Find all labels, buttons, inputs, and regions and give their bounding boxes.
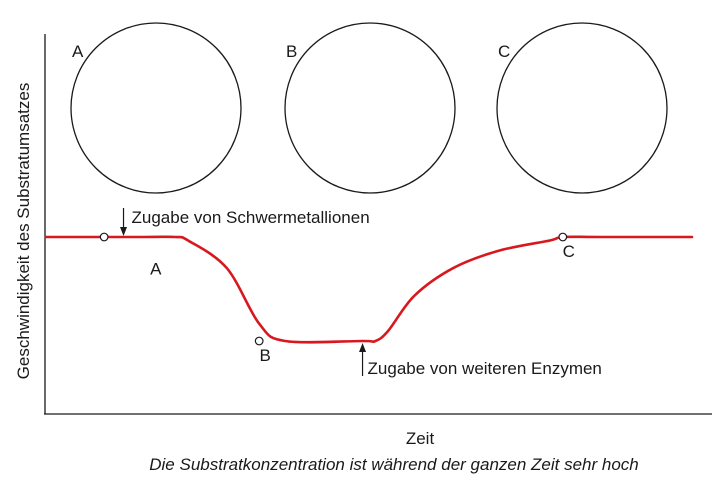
data-point-marker bbox=[254, 336, 264, 346]
circle-group: B bbox=[284, 22, 456, 194]
annotation-arrow-head bbox=[359, 343, 367, 352]
circle-group: C bbox=[496, 22, 668, 194]
marked-points: BC bbox=[99, 232, 575, 365]
circle-group: A bbox=[70, 22, 242, 194]
annotation-label: Zugabe von weiteren Enzymen bbox=[368, 359, 602, 378]
data-point-marker bbox=[99, 232, 109, 242]
circle-outline bbox=[70, 22, 242, 194]
circle-label: A bbox=[72, 42, 84, 61]
molecule-circles: A B C bbox=[70, 22, 668, 194]
annotation-label: Zugabe von Schwermetallionen bbox=[132, 208, 370, 227]
annotation: Zugabe von weiteren Enzymen bbox=[359, 343, 602, 378]
circle-label: C bbox=[498, 42, 510, 61]
data-point-label: B bbox=[260, 346, 271, 365]
series-line bbox=[44, 235, 694, 344]
x-axis-label: Zeit bbox=[406, 429, 435, 448]
y-axis-label: Geschwindigkeit des Substratumsatzes bbox=[14, 83, 33, 380]
circle-label: B bbox=[286, 42, 297, 61]
annotation: Zugabe von Schwermetallionen bbox=[120, 208, 370, 236]
axes bbox=[44, 34, 712, 415]
caption: Die Substratkonzentration ist während de… bbox=[149, 455, 639, 474]
circle-outline bbox=[496, 22, 668, 194]
curve-point-label: A bbox=[150, 259, 162, 278]
data-point-label: C bbox=[563, 242, 575, 261]
point-labels: A bbox=[150, 259, 162, 278]
data-point-marker bbox=[558, 232, 568, 242]
annotation-arrow-head bbox=[120, 227, 128, 236]
circle-outline bbox=[284, 22, 456, 194]
